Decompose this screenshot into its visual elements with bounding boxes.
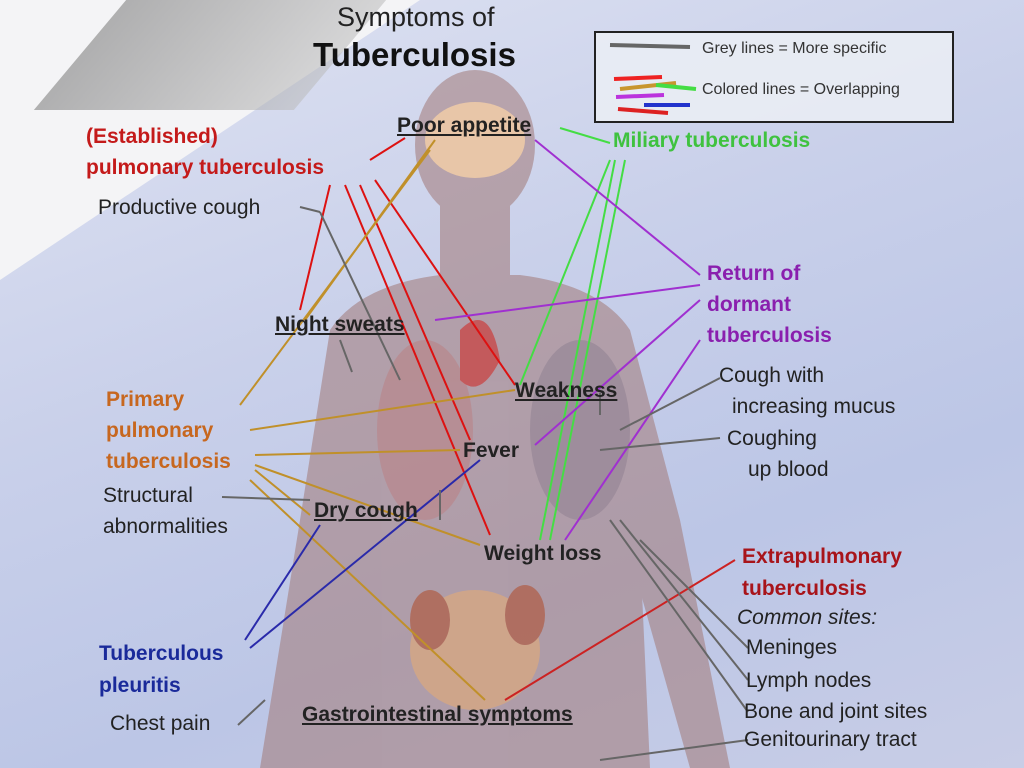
- symptom-coughing-blood-2: up blood: [748, 458, 829, 481]
- symptom-structural-2: abnormalities: [103, 515, 228, 538]
- symptom-chest-pain: Chest pain: [110, 712, 211, 735]
- legend-swatches: [609, 43, 697, 115]
- site-bone-joint: Bone and joint sites: [744, 700, 928, 723]
- dormant-label-1: Return of: [707, 262, 801, 285]
- symptom-cough-mucus-2: increasing mucus: [732, 395, 896, 418]
- established-label-1: (Established): [86, 125, 218, 148]
- legend-colored: Colored lines = Overlapping: [702, 81, 900, 98]
- symptom-gastrointestinal: Gastrointestinal symptoms: [302, 703, 573, 726]
- symptom-fever: Fever: [463, 439, 520, 462]
- symptom-coughing-blood-1: Coughing: [727, 427, 817, 450]
- legend: Grey lines = More specific Colored lines…: [594, 31, 954, 123]
- pleuritis-label-1: Tuberculous: [99, 642, 224, 665]
- connector-lines: [221, 127, 749, 761]
- title-line1: Symptoms of: [337, 2, 495, 32]
- established-label-2: pulmonary tuberculosis: [86, 156, 325, 179]
- symptom-dry-cough: Dry cough: [314, 499, 418, 522]
- site-meninges: Meninges: [746, 636, 838, 659]
- extrapulmonary-label-2: tuberculosis: [742, 577, 867, 600]
- common-sites-label: Common sites:: [737, 606, 878, 629]
- dormant-label-3: tuberculosis: [707, 324, 832, 347]
- symptom-weight-loss: Weight loss: [484, 542, 602, 565]
- miliary-label: Miliary tuberculosis: [613, 129, 811, 152]
- symptom-weakness: Weakness: [515, 379, 618, 402]
- symptom-cough-mucus-1: Cough with: [719, 364, 825, 387]
- brain-illustration: [425, 102, 525, 178]
- primary-label-2: pulmonary: [106, 419, 214, 442]
- symptom-productive-cough: Productive cough: [98, 196, 261, 219]
- page-title: Tuberculosis: [313, 36, 516, 73]
- primary-label-3: tuberculosis: [106, 450, 231, 473]
- lungs-illustration: [377, 320, 630, 520]
- primary-label-1: Primary: [106, 388, 185, 411]
- site-genitourinary: Genitourinary tract: [744, 728, 917, 751]
- legend-grey: Grey lines = More specific: [702, 40, 887, 57]
- pleuritis-label-2: pleuritis: [99, 674, 181, 697]
- extrapulmonary-label-1: Extrapulmonary: [742, 545, 902, 568]
- abdomen-illustration: [410, 585, 545, 710]
- symptom-night-sweats: Night sweats: [275, 313, 405, 336]
- symptom-structural-1: Structural: [103, 484, 193, 507]
- dormant-label-2: dormant: [707, 293, 791, 316]
- symptom-poor-appetite: Poor appetite: [397, 114, 532, 137]
- site-lymph-nodes: Lymph nodes: [746, 669, 872, 692]
